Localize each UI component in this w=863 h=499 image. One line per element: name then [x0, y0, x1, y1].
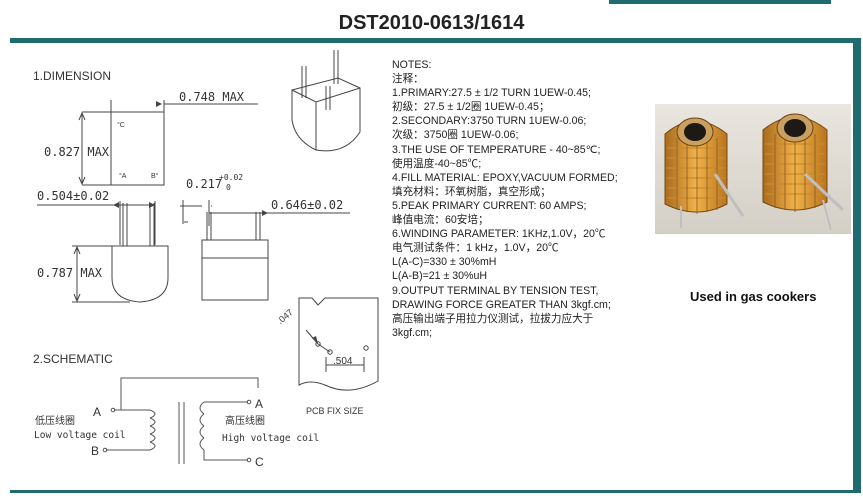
schematic-terminal-c: C	[255, 455, 264, 469]
title-rule	[10, 38, 861, 43]
high-voltage-coil-cn: 高压线圈	[225, 414, 265, 427]
right-frame-bar	[853, 38, 861, 490]
note-line: 3.THE USE OF TEMPERATURE - 40~85℃;	[392, 143, 601, 156]
pcb-pin-spacing: .504	[333, 356, 353, 367]
pcb-fix-size-label: PCB FIX SIZE	[306, 406, 364, 416]
note-line: 6.WINDING PARAMETER: 1KHz,1.0V，20℃	[392, 228, 606, 241]
note-line: 5.PEAK PRIMARY CURRENT: 60 AMPS;	[392, 199, 587, 212]
transformer-right	[762, 113, 845, 231]
note-line: 高压输出端子用拉力仪测试，拉拔力应大于	[392, 312, 594, 325]
schematic-drawing: A B A C 低压线圈 Low voltage coil 高压线圈 High …	[34, 377, 319, 469]
pcb-hole-size: .047	[275, 307, 295, 326]
front-view-outline	[111, 245, 169, 303]
note-line: L(A-B)=21 ± 30%uH	[392, 270, 488, 283]
pin-label-c: °C	[117, 121, 125, 129]
dim-pin-tolerance-plus: +0.02	[219, 173, 243, 182]
note-line: 电气测试条件：1 kHz，1.0V，20℃	[392, 242, 559, 255]
dimension-drawing: 0.748 MAX 0.827 MAX 0.504±0.02 0.787 MAX…	[37, 50, 379, 416]
dim-pin-spacing: 0.217	[186, 177, 222, 191]
top-view-outline	[110, 111, 165, 186]
note-line: 注释：	[392, 73, 424, 86]
dim-pin-tolerance-minus: 0	[226, 183, 231, 192]
side-view-outline	[201, 239, 269, 301]
transformer-left	[664, 117, 745, 228]
top-accent-bar	[609, 0, 831, 4]
note-line: 次级：3750圈 1UEW-0.06;	[392, 129, 519, 142]
photo-caption: Used in gas cookers	[690, 289, 817, 304]
dimension-heading: 1.DIMENSION	[33, 69, 112, 83]
schematic-terminal-b: B	[91, 444, 99, 458]
note-line: 1.PRIMARY:27.5 ± 1/2 TURN 1UEW-0.45;	[392, 87, 591, 100]
low-voltage-coil-en: Low voltage coil	[34, 430, 126, 441]
note-line: 填充材料：环氧树脂，真空形成；	[392, 185, 551, 198]
note-line: 4.FILL MATERIAL: EPOXY,VACUUM FORMED;	[392, 171, 618, 184]
pcb-panel-outline	[298, 297, 379, 391]
note-line: NOTES:	[392, 59, 432, 71]
low-voltage-coil-cn: 低压线圈	[35, 414, 75, 427]
note-line: L(A-C)=330 ± 30%mH	[392, 256, 497, 269]
dim-top-width: 0.748 MAX	[179, 90, 245, 104]
note-line: 使用温度-40~85℃;	[392, 157, 482, 170]
note-line: 初级：27.5 ± 1/2圈 1UEW-0.45；	[392, 101, 550, 114]
note-line: 9.OUTPUT TERMINAL BY TENSION TEST,	[392, 284, 599, 297]
dim-base-width: 0.504±0.02	[37, 189, 109, 203]
schematic-heading: 2.SCHEMATIC	[33, 352, 113, 366]
high-voltage-coil-en: High voltage coil	[222, 433, 319, 444]
iso-view-outline	[291, 77, 361, 152]
notes-block: NOTES: 注释： 1.PRIMARY:27.5 ± 1/2 TURN 1UE…	[392, 58, 660, 340]
note-line: 2.SECONDARY:3750 TURN 1UEW-0.06;	[392, 115, 587, 128]
note-line: 峰值电流：60安培；	[392, 214, 489, 227]
schematic-terminal-a-left: A	[93, 405, 101, 419]
pin-label-b: B°	[151, 172, 159, 180]
bottom-frame-bar	[10, 490, 861, 493]
pin-label-a: °A	[119, 172, 127, 180]
dim-height: 0.827 MAX	[44, 145, 110, 159]
schematic-terminal-a-right: A	[255, 397, 263, 411]
page-title: DST2010-0613/1614	[338, 12, 525, 34]
dim-side-width: 0.646±0.02	[271, 198, 343, 212]
dim-body-height: 0.787 MAX	[37, 266, 103, 280]
product-photo	[655, 104, 851, 234]
note-line: 3kgf.cm;	[392, 326, 433, 339]
note-line: DRAWING FORCE GREATER THAN 3kgf.cm;	[392, 298, 611, 311]
